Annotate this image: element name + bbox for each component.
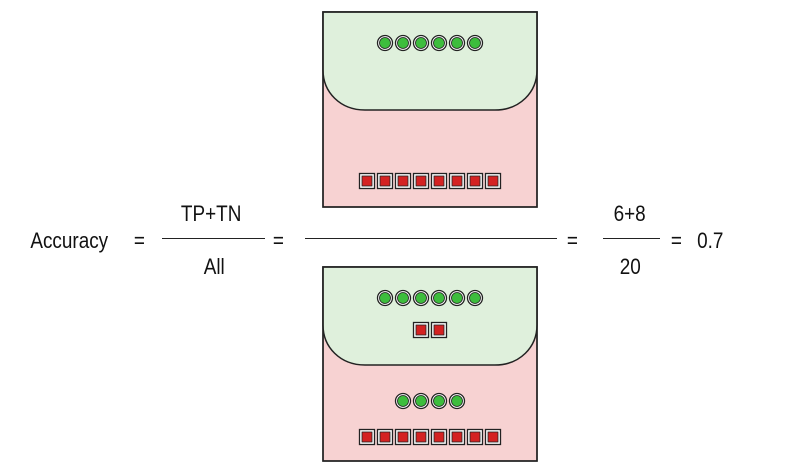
- equals-sign-3: =: [566, 228, 578, 253]
- false-negative-circle: [415, 395, 427, 407]
- denominator-panel-border: [322, 266, 538, 462]
- fraction3-numerator: 6+8: [613, 201, 646, 226]
- true-positive-circle: [451, 37, 463, 49]
- numerator-true-negative-squares: [358, 172, 502, 190]
- fraction1-bar: [162, 238, 265, 239]
- numerator-panel: [322, 11, 538, 208]
- fraction1-denominator: All: [203, 254, 225, 279]
- true-negative-square: [361, 175, 373, 187]
- true-negative-square: [397, 431, 409, 443]
- accuracy-label: Accuracy: [30, 228, 109, 253]
- true-negative-square: [397, 175, 409, 187]
- numerator-positive-region: [322, 11, 538, 111]
- true-negative-square: [487, 175, 499, 187]
- equals-sign-4: =: [670, 228, 682, 253]
- true-negative-square: [415, 175, 427, 187]
- denominator-panel: [322, 266, 538, 462]
- positive-circle: [469, 292, 481, 304]
- true-negative-square: [451, 431, 463, 443]
- true-negative-square: [451, 175, 463, 187]
- numerator-true-positive-circles: [376, 34, 484, 52]
- denominator-positive-region: [322, 266, 538, 366]
- true-negative-square: [433, 175, 445, 187]
- numerator-panel-border: [322, 11, 538, 208]
- true-negative-square: [415, 431, 427, 443]
- true-negative-square: [487, 431, 499, 443]
- fraction1-numerator: TP+TN: [180, 201, 242, 226]
- true-positive-circle: [379, 37, 391, 49]
- positive-circle: [415, 292, 427, 304]
- positive-circle: [451, 292, 463, 304]
- false-negative-circle: [451, 395, 463, 407]
- true-positive-circle: [433, 37, 445, 49]
- false-positive-square: [433, 324, 445, 336]
- denominator-positive-region-circles: [376, 289, 484, 307]
- true-negative-square: [469, 175, 481, 187]
- equals-sign-1: =: [133, 228, 145, 253]
- main-fraction-bar: [305, 238, 557, 239]
- fraction3-bar: [603, 238, 660, 239]
- denominator-negative-region-squares: [358, 428, 502, 446]
- positive-circle: [397, 292, 409, 304]
- false-positive-square: [415, 324, 427, 336]
- true-negative-square: [379, 431, 391, 443]
- true-negative-square: [379, 175, 391, 187]
- fraction3-denominator: 20: [619, 254, 641, 279]
- false-negative-circle: [433, 395, 445, 407]
- positive-circle: [433, 292, 445, 304]
- true-positive-circle: [469, 37, 481, 49]
- true-positive-circle: [397, 37, 409, 49]
- true-negative-square: [433, 431, 445, 443]
- accuracy-result: 0.7: [697, 228, 724, 253]
- false-negative-circle: [397, 395, 409, 407]
- denominator-negative-region-circles: [394, 392, 466, 410]
- denominator-positive-region-squares: [412, 321, 448, 339]
- true-negative-square: [361, 431, 373, 443]
- true-negative-square: [469, 431, 481, 443]
- true-positive-circle: [415, 37, 427, 49]
- equals-sign-2: =: [272, 228, 284, 253]
- positive-circle: [379, 292, 391, 304]
